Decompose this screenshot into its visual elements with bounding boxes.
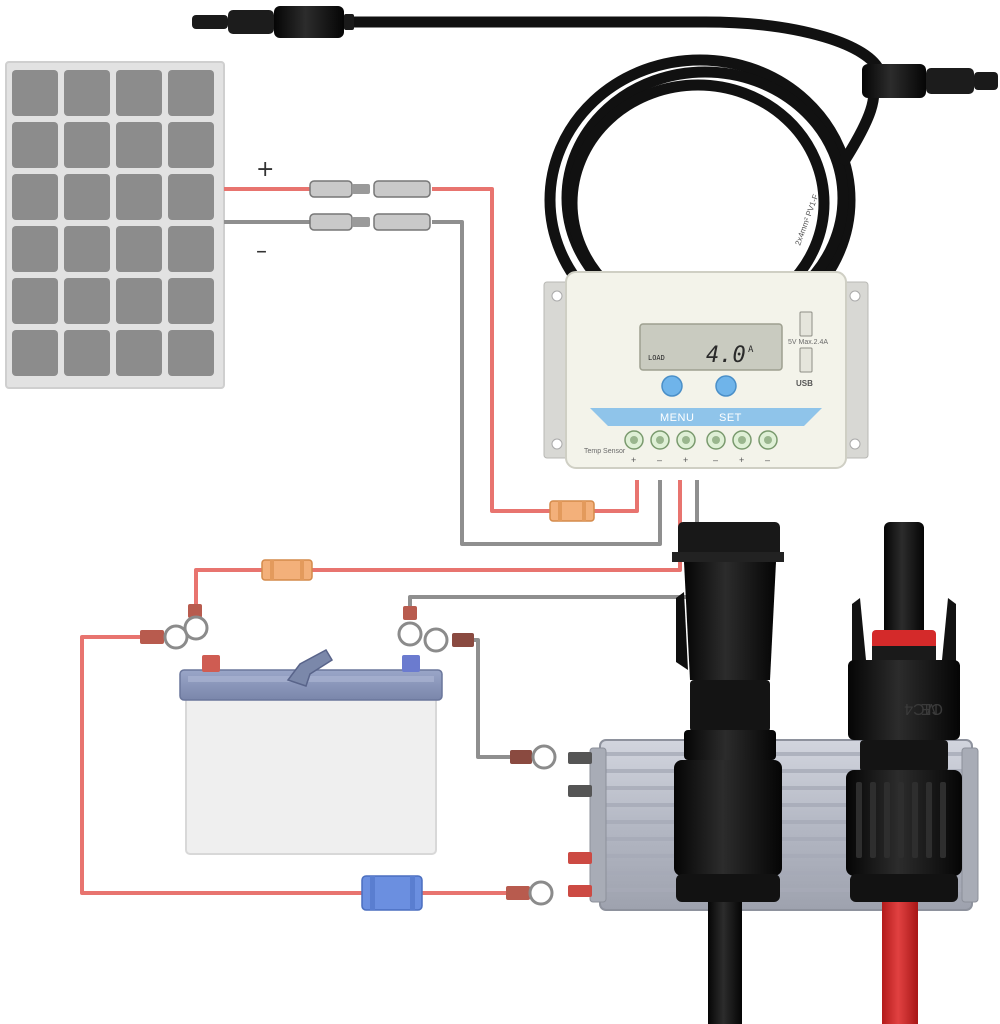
battery-wires — [80, 480, 699, 895]
mc4-connector-icon — [309, 180, 431, 231]
terminal-screw-center — [764, 436, 772, 444]
inline-fuse-icon — [261, 559, 313, 581]
positive-wire — [312, 480, 682, 572]
inverter-fin — [606, 803, 962, 807]
solar-cell — [168, 70, 214, 116]
solar-cell — [12, 226, 58, 272]
panel-negative-label: – — [256, 239, 267, 264]
positive-wire — [432, 187, 552, 513]
battery-icon — [179, 649, 443, 855]
solar-cell — [116, 174, 162, 220]
controller-terminals — [624, 430, 778, 450]
terminal-mark: + — [683, 455, 688, 465]
grip-ridge — [912, 782, 918, 858]
mc4-connector-icon: MC4 CE — [846, 522, 962, 1024]
solar-cell — [12, 330, 58, 376]
grip-ridge — [940, 782, 946, 858]
solar-cell — [116, 226, 162, 272]
inverter-fin — [606, 820, 962, 824]
solar-cell — [64, 122, 110, 168]
solar-cell — [12, 174, 58, 220]
solar-cell — [116, 122, 162, 168]
terminal-mark: – — [765, 455, 770, 465]
connector-mark: CE — [921, 700, 943, 717]
terminal-screw-center — [630, 436, 638, 444]
panel-positive-label: + — [256, 157, 274, 182]
solar-panel-icon — [5, 61, 225, 389]
solar-cell — [64, 70, 110, 116]
mc4-connector-icon — [672, 522, 784, 1024]
solar-cell — [12, 278, 58, 324]
solar-cell — [64, 226, 110, 272]
terminal-screw-center — [682, 436, 690, 444]
terminal-screw-center — [656, 436, 664, 444]
solar-cell — [168, 174, 214, 220]
positive-wire — [80, 635, 364, 895]
grip-ridge — [898, 782, 904, 858]
inverter-fin — [606, 871, 962, 875]
inverter-fin — [606, 854, 962, 858]
negative-wire — [463, 638, 512, 759]
connector-mark: MC4 — [904, 700, 938, 717]
inverter-fin — [606, 752, 962, 756]
solar-cell — [64, 330, 110, 376]
solar-cell — [12, 122, 58, 168]
terminal-mark: – — [713, 455, 718, 465]
inline-fuse-icon — [361, 875, 423, 911]
grip-ridge — [884, 782, 890, 858]
terminal-mark: – — [657, 455, 662, 465]
grip-ridge — [856, 782, 862, 858]
solar-cell — [168, 330, 214, 376]
grip-ridge — [926, 782, 932, 858]
panel-wires — [224, 187, 662, 546]
lcd-value: 4.0 — [706, 343, 746, 368]
negative-wire — [432, 220, 662, 546]
set-label: SET — [719, 412, 742, 424]
set-button[interactable] — [715, 375, 737, 397]
temp-sensor-label: Temp Sensor — [584, 448, 626, 455]
menu-label: MENU — [660, 412, 694, 424]
inverter-fin — [606, 786, 962, 790]
positive-wire — [194, 568, 262, 608]
solar-cell — [168, 278, 214, 324]
inline-fuse-icon — [549, 500, 595, 522]
lcd-unit: A — [748, 345, 754, 355]
terminal-mark: + — [739, 455, 744, 465]
inverter-fin — [606, 837, 962, 841]
inverter-fin — [606, 769, 962, 773]
solar-cell — [116, 278, 162, 324]
terminal-screw-center — [712, 436, 720, 444]
mc4-connector-icon — [192, 6, 354, 38]
inverter-fin — [606, 888, 962, 892]
solar-cell — [168, 122, 214, 168]
lcd-load-label: LOAD — [648, 354, 665, 362]
solar-cell — [64, 174, 110, 220]
terminal-screw-center — [738, 436, 746, 444]
mc4-connector-icon — [862, 64, 998, 98]
solar-cells — [12, 70, 214, 376]
positive-wire — [594, 480, 639, 513]
solar-cell — [64, 278, 110, 324]
grip-ridge — [870, 782, 876, 858]
ring-terminals — [140, 604, 557, 906]
charge-controller-icon: LOAD 4.0 A 5V Max.2.4A USB MENU SET Temp… — [543, 271, 869, 469]
inverter-fins — [606, 752, 962, 892]
solar-cell — [168, 226, 214, 272]
solar-cell — [116, 70, 162, 116]
terminal-marks: + – + – + – — [631, 455, 770, 465]
solar-cell — [12, 70, 58, 116]
solar-cell — [116, 330, 162, 376]
terminal-mark: + — [631, 455, 636, 465]
usb-spec: 5V Max.2.4A — [788, 339, 828, 346]
menu-button[interactable] — [661, 375, 683, 397]
usb-label: USB — [796, 379, 813, 388]
